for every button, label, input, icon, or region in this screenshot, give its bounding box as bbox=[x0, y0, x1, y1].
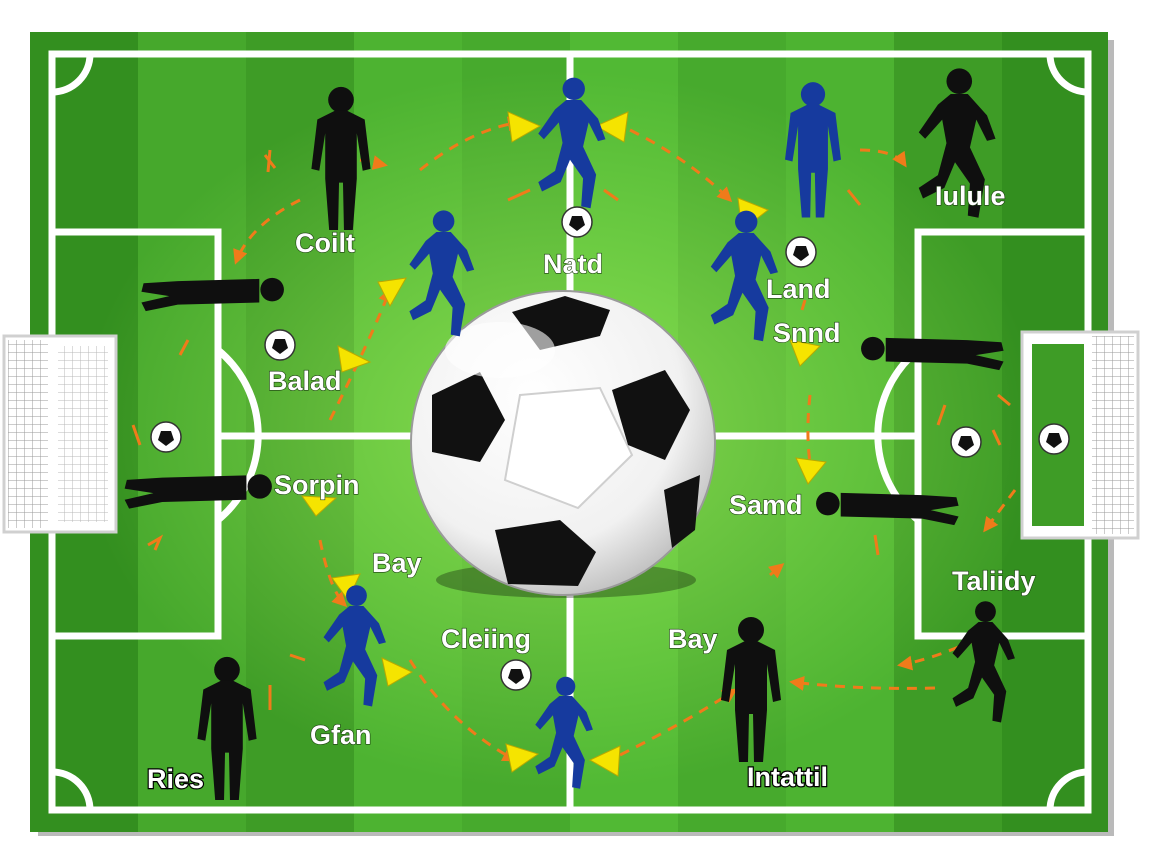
label-snnd: Snnd bbox=[773, 318, 841, 348]
label-intattil: Intattil bbox=[747, 762, 828, 792]
label-bay-right: Bay bbox=[668, 624, 718, 654]
label-ries: Ries bbox=[147, 764, 204, 794]
label-sorpin: Sorpin bbox=[274, 470, 360, 500]
label-iulule: Iulule bbox=[935, 181, 1006, 211]
soccer-ball-icon bbox=[410, 290, 716, 598]
label-cleiing: Cleiing bbox=[441, 624, 531, 654]
label-natd: Natd bbox=[543, 249, 603, 279]
label-bay-left: Bay bbox=[372, 548, 422, 578]
left-goal-net-icon bbox=[2, 334, 118, 534]
direction-arrow-icons bbox=[300, 111, 827, 777]
labels: Coilt Natd Iulule Land Snnd Balad Sorpin… bbox=[146, 180, 1036, 795]
label-samd: Samd bbox=[729, 490, 803, 520]
short-marks bbox=[131, 149, 1011, 710]
label-land: Land bbox=[766, 274, 831, 304]
label-balad: Balad bbox=[268, 366, 342, 396]
right-goal-net-icon bbox=[1020, 330, 1140, 540]
label-taliidy: Taliidy bbox=[952, 566, 1036, 596]
label-coilt: Coilt bbox=[295, 228, 355, 258]
small-soccer-ball-icons bbox=[150, 206, 1070, 691]
label-gfan: Gfan bbox=[310, 720, 372, 750]
